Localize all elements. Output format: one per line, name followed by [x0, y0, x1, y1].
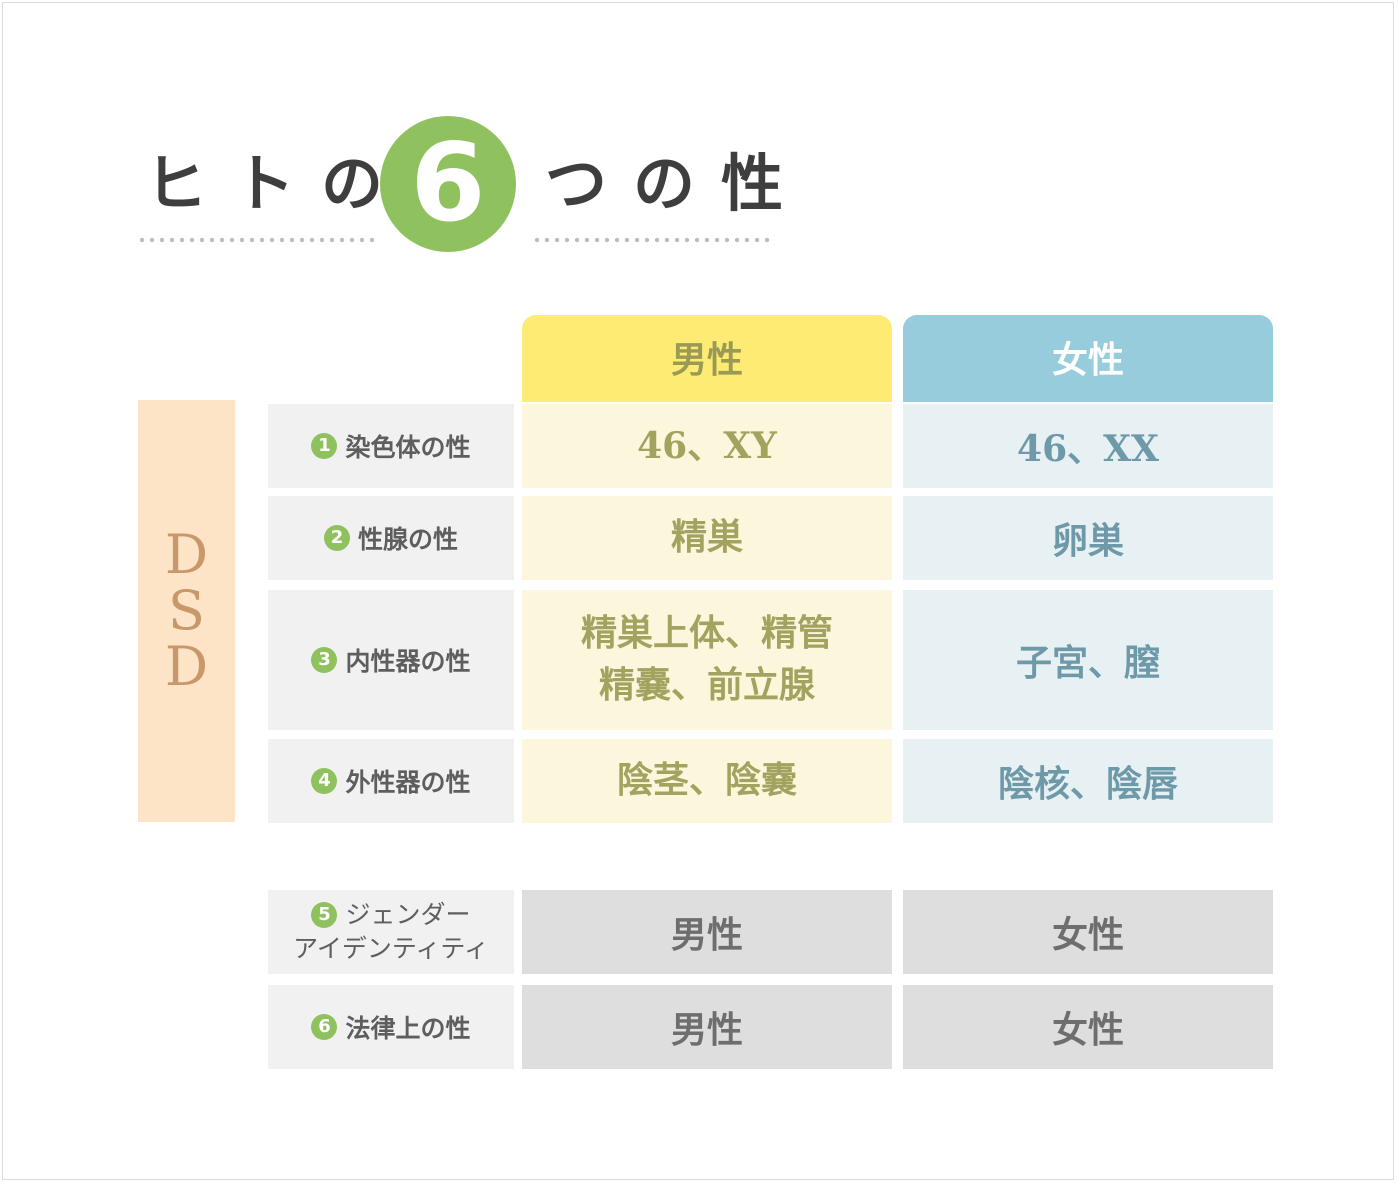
male-legal-sex: 男性 — [522, 985, 892, 1069]
title-left: ヒトの — [145, 147, 410, 220]
male-chromosome: 46、XY — [522, 404, 892, 488]
row-label-gender-identity: 5 ジェンダー アイデンティティ — [268, 890, 514, 974]
female-gender-identity: 女性 — [903, 890, 1273, 974]
dotted-underline-right — [532, 237, 775, 243]
male-internal-genitalia: 精巣上体、精管 精嚢、前立腺 — [522, 590, 892, 730]
row-label-legal-sex: 6 法律上の性 — [268, 985, 514, 1069]
number-5-icon: 5 — [311, 902, 338, 928]
dotted-underline-left — [137, 237, 380, 243]
row-label-internal-genitalia: 3 内性器の性 — [268, 590, 514, 730]
dsd-letter-d: D — [164, 523, 209, 586]
number-3-icon: 3 — [311, 647, 338, 673]
male-gender-identity: 男性 — [522, 890, 892, 974]
six-badge: 6 — [380, 116, 516, 252]
dsd-side-label: D S D — [138, 400, 235, 822]
dsd-letter-s: S — [168, 579, 205, 642]
number-4-icon: 4 — [311, 768, 338, 794]
number-1-icon: 1 — [311, 433, 338, 459]
header-female: 女性 — [903, 315, 1273, 402]
male-external-genitalia: 陰茎、陰嚢 — [522, 739, 892, 823]
number-6-icon: 6 — [311, 1014, 338, 1040]
number-2-icon: 2 — [323, 525, 350, 551]
dsd-letter-d2: D — [164, 635, 209, 698]
title-right: つの性 — [545, 147, 810, 220]
row-label-gonad: 2 性腺の性 — [268, 496, 514, 580]
female-legal-sex: 女性 — [903, 985, 1273, 1069]
female-chromosome: 46、XX — [903, 404, 1273, 488]
female-external-genitalia: 陰核、陰唇 — [903, 739, 1273, 823]
row-label-chromosome: 1 染色体の性 — [268, 404, 514, 488]
header-male: 男性 — [522, 315, 892, 402]
female-internal-genitalia: 子宮、膣 — [903, 590, 1273, 730]
male-gonad: 精巣 — [522, 496, 892, 580]
female-gonad: 卵巣 — [903, 496, 1273, 580]
row-label-external-genitalia: 4 外性器の性 — [268, 739, 514, 823]
